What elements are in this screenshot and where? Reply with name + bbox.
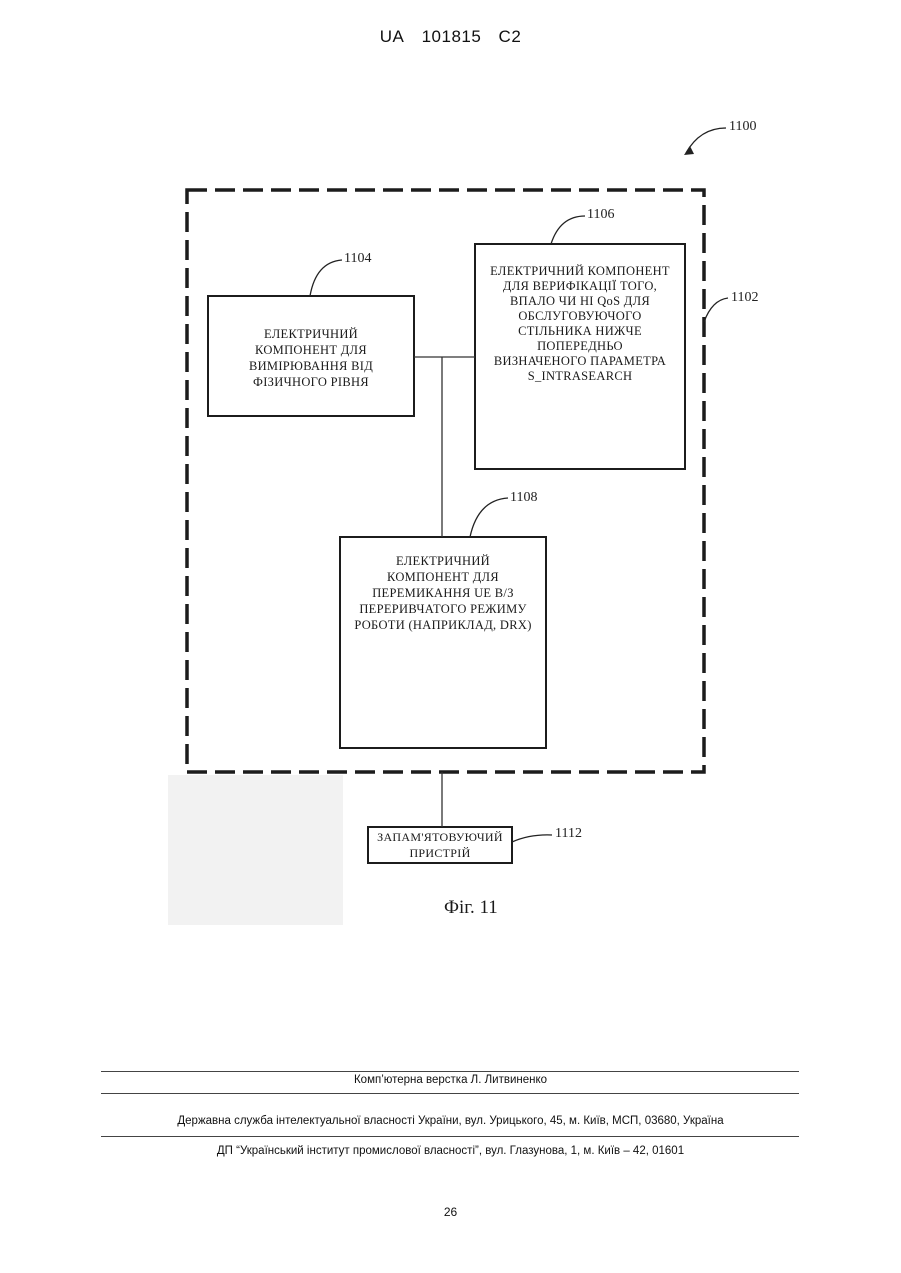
leader-comp-a: [310, 260, 342, 296]
scan-shading: [168, 775, 343, 925]
ref-system: 1100: [729, 119, 756, 135]
leader-system: [686, 128, 726, 153]
footer-agency: Державна служба інтелектуальної власност…: [0, 1115, 901, 1127]
ref-comp-c: 1108: [510, 490, 537, 506]
leader-comp-c: [470, 498, 508, 537]
memory-label: ЗАПАМ'ЯТОВУЮЧИЙ ПРИСТРІЙ: [370, 829, 510, 861]
page-number: 26: [0, 1205, 901, 1219]
leader-comp-b: [551, 216, 585, 244]
footer-divider-3: [101, 1136, 799, 1137]
comp-b-label: ЕЛЕКТРИЧНИЙ КОМПОНЕНТ ДЛЯ ВЕРИФІКАЦІЇ ТО…: [477, 264, 683, 384]
footer-institute: ДП “Український інститут промислової вла…: [0, 1145, 901, 1157]
ref-group: 1102: [731, 290, 758, 306]
ref-comp-b: 1106: [587, 207, 614, 223]
comp-c-label: ЕЛЕКТРИЧНИЙ КОМПОНЕНТ ДЛЯ ПЕРЕМИКАННЯ UE…: [342, 553, 544, 633]
footer-divider-1: [101, 1071, 799, 1072]
figure-caption: Фіг. 11: [444, 897, 498, 919]
leader-group: [704, 298, 728, 322]
ref-memory: 1112: [555, 826, 582, 842]
footer-divider-2: [101, 1093, 799, 1094]
leader-memory: [512, 835, 552, 842]
ref-comp-a: 1104: [344, 251, 371, 267]
comp-a-label: ЕЛЕКТРИЧНИЙ КОМПОНЕНТ ДЛЯ ВИМІРЮВАННЯ ВІ…: [210, 326, 412, 390]
footer-layout-credit: Комп’ютерна верстка Л. Литвиненко: [0, 1074, 901, 1086]
